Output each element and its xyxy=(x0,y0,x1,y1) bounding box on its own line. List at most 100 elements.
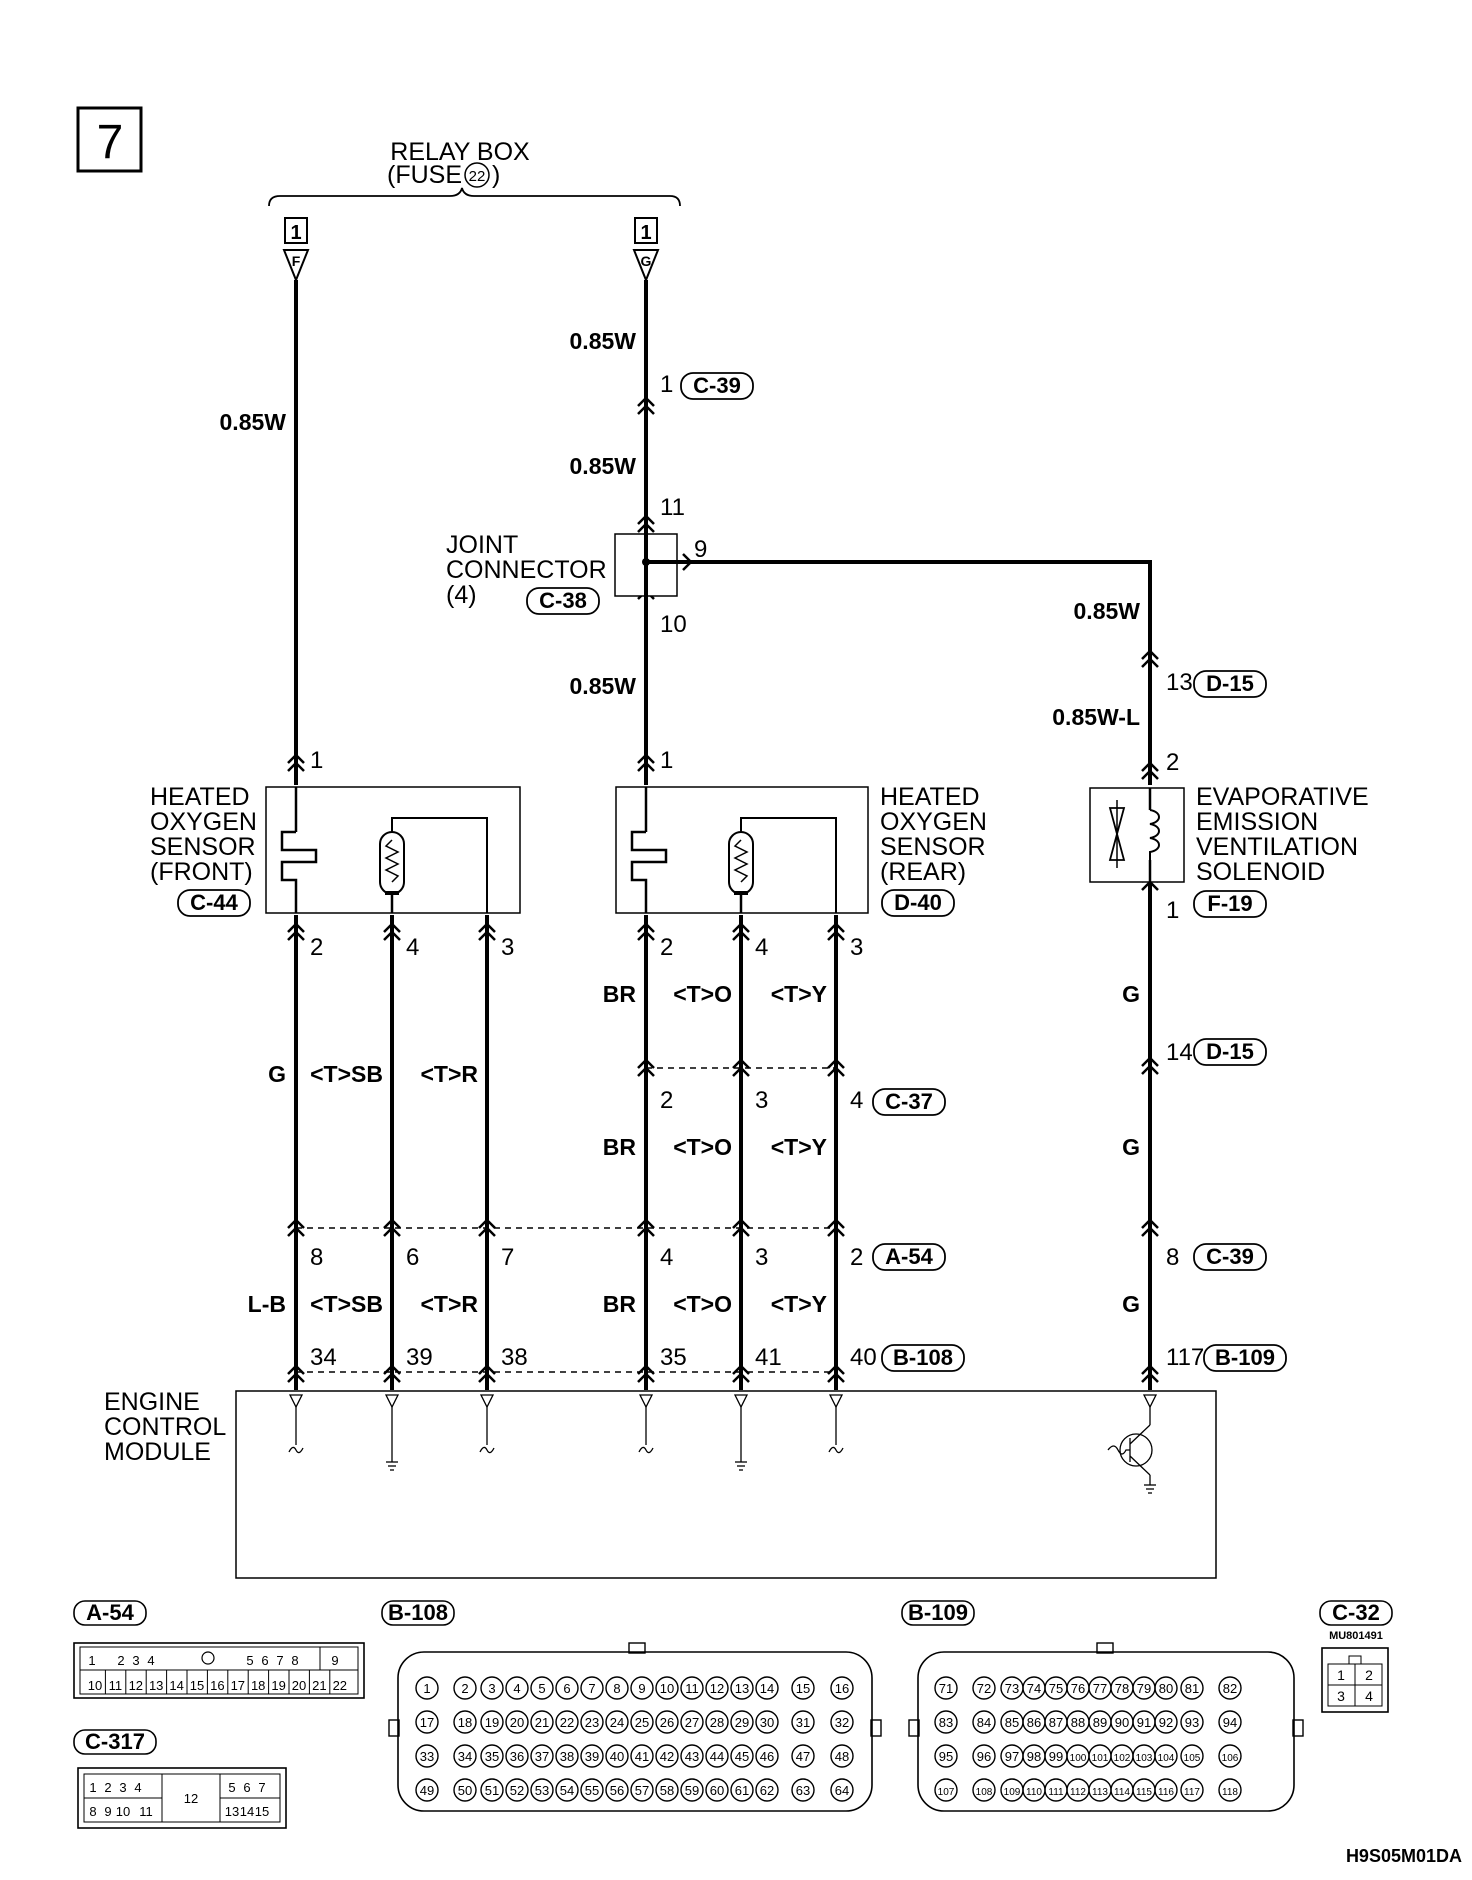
wire-label: <T>Y xyxy=(771,981,827,1007)
pin-socket xyxy=(453,1710,477,1734)
pin-socket xyxy=(480,1778,504,1802)
pin-socket xyxy=(705,1744,729,1768)
connector-pin: 4 xyxy=(513,1681,520,1696)
connector-id: C-37 xyxy=(885,1089,933,1114)
pin-number: 14 xyxy=(1166,1039,1193,1066)
pin-number: 40 xyxy=(850,1344,877,1371)
a54-pin: 10 xyxy=(88,1678,102,1693)
connector-pin: 12 xyxy=(710,1681,724,1696)
connector-pin: 43 xyxy=(685,1749,699,1764)
c317-pin: 12 xyxy=(184,1791,198,1806)
pin-number: 38 xyxy=(501,1344,528,1371)
pin-socket xyxy=(830,1778,854,1802)
pin-socket xyxy=(580,1778,604,1802)
pin-number: 9 xyxy=(694,536,707,563)
pin-number: 39 xyxy=(406,1344,433,1371)
c317-pin: 14 xyxy=(240,1804,254,1819)
sensor-front-label-2: OXYGEN xyxy=(150,808,257,836)
c317-pin: 1 xyxy=(89,1780,96,1795)
pin-socket xyxy=(415,1778,439,1802)
pin-numbers: 1 11 9 10 1 1 13 2 1 2 4 3 2 4 3 14 2 3 … xyxy=(310,371,1204,1371)
connector-id: B-109 xyxy=(908,1600,968,1625)
connector-pin: 40 xyxy=(610,1749,624,1764)
pin-socket xyxy=(1218,1676,1242,1700)
wire-label: <T>O xyxy=(673,1134,732,1160)
connector-pin: 73 xyxy=(1005,1681,1019,1696)
oxygen-sensor-front: HEATED OXYGEN SENSOR (FRONT) xyxy=(150,783,521,914)
pin-socket xyxy=(755,1778,779,1802)
sensor-rear-label-1: HEATED xyxy=(880,783,980,811)
pin-socket xyxy=(791,1778,815,1802)
connector-id: C-44 xyxy=(190,890,238,915)
wire-label: 0.85W xyxy=(1074,598,1141,624)
pin-number: 8 xyxy=(310,1244,323,1271)
pin-socket xyxy=(830,1676,854,1700)
engine-control-module: ENGINE CONTROL MODULE xyxy=(104,1388,1217,1579)
connector-pin: 95 xyxy=(939,1749,953,1764)
terminal-g-letter: G xyxy=(641,253,652,269)
c32-pin: 2 xyxy=(1365,1667,1373,1683)
connector-pin: 115 xyxy=(1136,1787,1152,1798)
connector-pin: 103 xyxy=(1136,1753,1153,1764)
fuse-number: 22 xyxy=(469,168,486,185)
connector-face-c32: C-32 MU801491 1 2 3 4 xyxy=(1319,1600,1393,1713)
pin-socket xyxy=(1154,1778,1178,1802)
c32-pin: 1 xyxy=(1337,1667,1345,1683)
sensor-rear-label-2: OXYGEN xyxy=(880,808,987,836)
connector-id: C-39 xyxy=(693,373,741,398)
terminal-f-box: 1 xyxy=(290,222,301,244)
pin-socket xyxy=(530,1778,554,1802)
pin-socket xyxy=(972,1710,996,1734)
pin-socket xyxy=(630,1676,654,1700)
pin-socket xyxy=(580,1744,604,1768)
connector-pin: 7 xyxy=(588,1681,595,1696)
connector-pin: 29 xyxy=(735,1715,749,1730)
pin-socket xyxy=(934,1676,958,1700)
pin-socket xyxy=(655,1778,679,1802)
wire-labels: 0.85W 0.85W 0.85W 0.85W 0.85W 0.85W-L G … xyxy=(220,328,1141,1317)
connector-pin: 78 xyxy=(1115,1681,1129,1696)
ecm-label-3: MODULE xyxy=(104,1438,211,1466)
pin-number: 2 xyxy=(660,934,673,961)
connector-pin: 100 xyxy=(1070,1753,1087,1764)
pin-socket xyxy=(530,1676,554,1700)
pin-socket xyxy=(934,1710,958,1734)
connector-pin: 75 xyxy=(1049,1681,1063,1696)
connector-id: D-40 xyxy=(894,890,942,915)
connector-pin: 3 xyxy=(488,1681,495,1696)
pin-number: 4 xyxy=(660,1244,673,1271)
connector-pin: 90 xyxy=(1115,1715,1129,1730)
connector-pin: 24 xyxy=(610,1715,624,1730)
c317-pin: 7 xyxy=(258,1780,265,1795)
connector-pin: 42 xyxy=(660,1749,674,1764)
connector-pin: 46 xyxy=(760,1749,774,1764)
a54-pin: 1 xyxy=(88,1653,95,1668)
a54-pin: 4 xyxy=(147,1653,154,1668)
connector-pin: 21 xyxy=(535,1715,549,1730)
connector-pin: 16 xyxy=(835,1681,849,1696)
connector-pin: 13 xyxy=(735,1681,749,1696)
pin-number: 41 xyxy=(755,1344,782,1371)
connector-id: C-38 xyxy=(539,588,587,613)
connector-pin: 23 xyxy=(585,1715,599,1730)
connector-pin: 91 xyxy=(1137,1715,1151,1730)
connector-pin: 118 xyxy=(1222,1787,1238,1798)
pin-socket xyxy=(630,1744,654,1768)
connector-pin: 85 xyxy=(1005,1715,1019,1730)
a54-pin: 22 xyxy=(333,1678,347,1693)
wire-label: <T>SB xyxy=(310,1061,383,1087)
pin-socket xyxy=(480,1744,504,1768)
pin-socket xyxy=(972,1744,996,1768)
pin-socket xyxy=(830,1710,854,1734)
connector-pin: 2 xyxy=(461,1681,468,1696)
sensor-front-label-4: (FRONT) xyxy=(150,858,253,886)
connector-pin: 104 xyxy=(1158,1753,1175,1764)
connector-pin: 114 xyxy=(1114,1787,1130,1798)
a54-pin: 11 xyxy=(109,1678,123,1693)
c32-pin: 4 xyxy=(1365,1688,1373,1704)
connector-pin: 92 xyxy=(1159,1715,1173,1730)
wire-label: G xyxy=(1122,981,1140,1007)
connector-pin: 18 xyxy=(458,1715,472,1730)
connector-pin: 14 xyxy=(760,1681,774,1696)
